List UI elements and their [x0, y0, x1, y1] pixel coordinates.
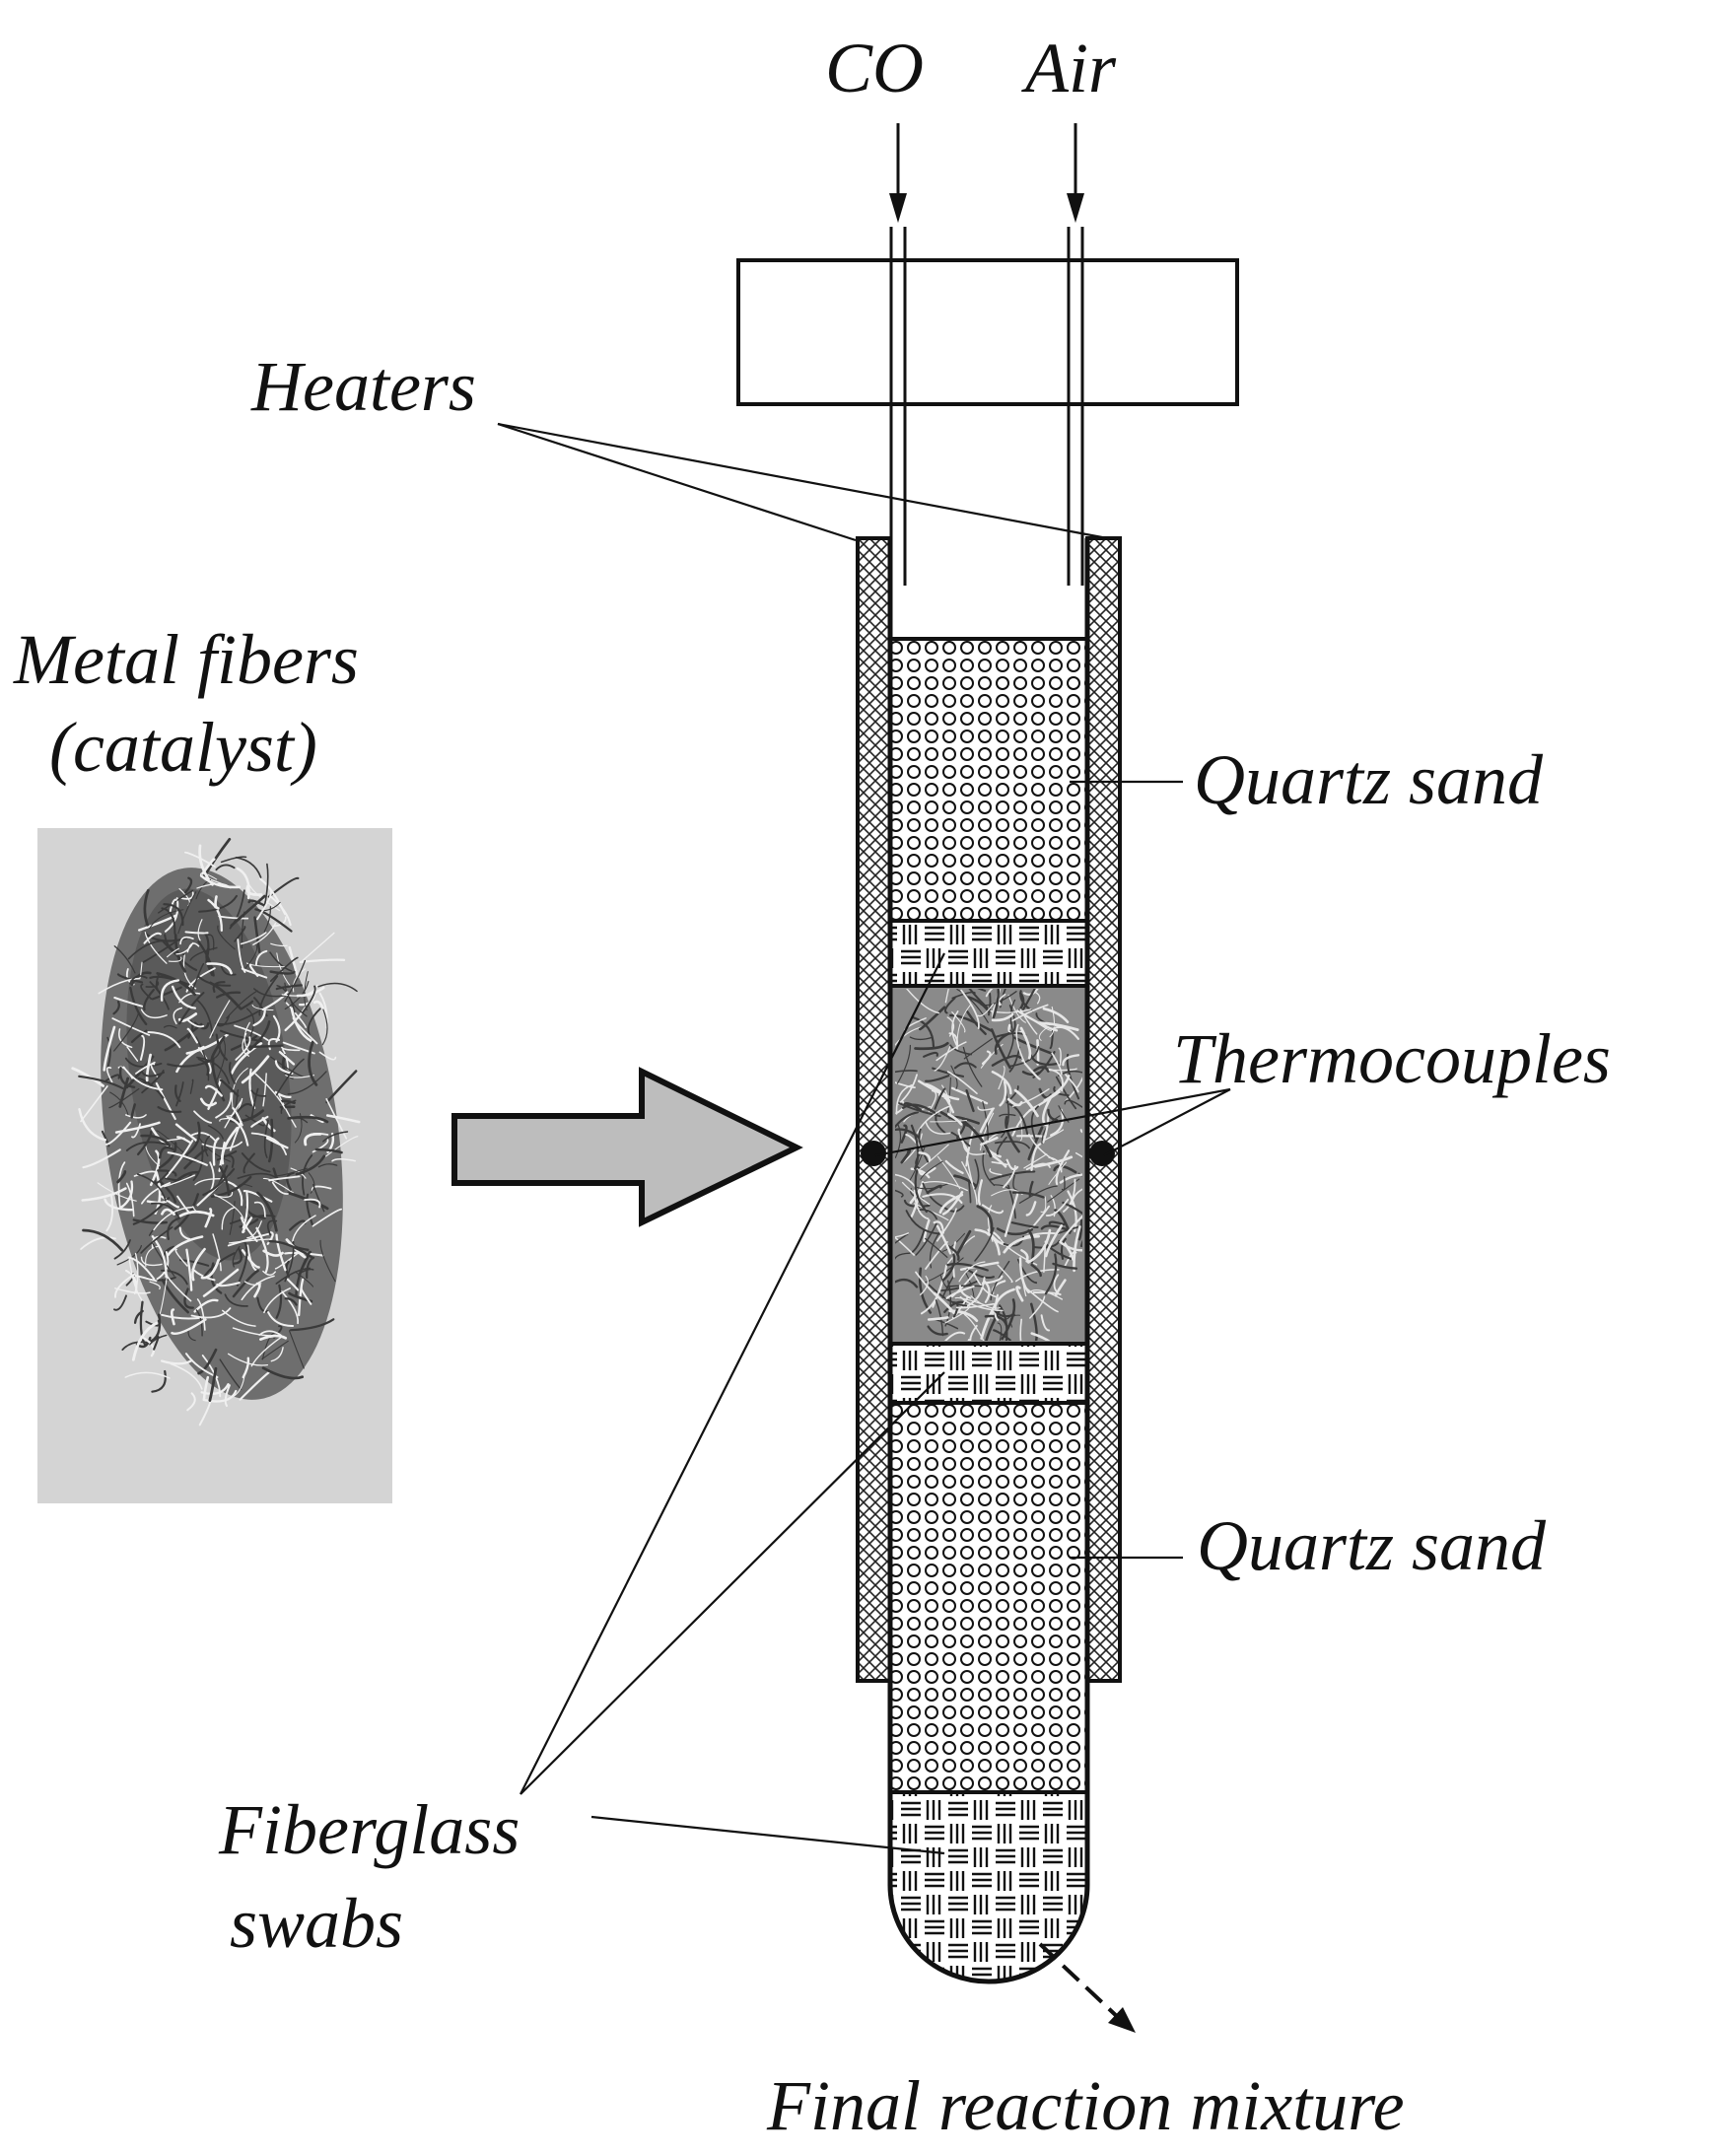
thermocouples-label: Thermocouples	[1173, 1019, 1611, 1098]
thermocouple-right	[1089, 1141, 1115, 1166]
final-mixture-label: Final reaction mixture	[766, 2066, 1405, 2145]
big-arrow-icon	[451, 1067, 803, 1227]
fiberglass-swab-bottom	[890, 1792, 1087, 1982]
outlet-arrow	[1038, 1942, 1136, 2033]
heater-right	[1085, 536, 1122, 1683]
fiberglass-swab-lower	[890, 1344, 1087, 1403]
leader-lines	[497, 422, 1231, 1855]
air-arrowhead-icon	[1067, 193, 1084, 223]
heater-left	[856, 536, 892, 1683]
outlet-arrowhead-icon	[1108, 2007, 1136, 2033]
catalyst-photo	[37, 828, 392, 1503]
heaters-label: Heaters	[250, 347, 476, 426]
quartz-sand-top-label: Quartz sand	[1194, 740, 1544, 819]
quartz-sand-bottom-bed	[890, 1403, 1087, 1792]
swabs-label: swabs	[230, 1884, 403, 1963]
fiberglass-label: Fiberglass	[218, 1790, 520, 1869]
top-plate	[736, 258, 1239, 406]
metal-fibers-label: Metal fibers	[13, 620, 359, 699]
co-label: CO	[825, 29, 924, 107]
air-label: Air	[1021, 29, 1117, 107]
quartz-sand-bottom-label: Quartz sand	[1197, 1506, 1547, 1585]
quartz-sand-top-bed	[890, 639, 1087, 921]
fiberglass-swab-upper	[890, 921, 1087, 986]
co-arrowhead-icon	[889, 193, 907, 223]
reactor-tube	[856, 536, 1122, 1984]
catalyst-label: (catalyst)	[49, 708, 317, 787]
thermocouple-left	[861, 1141, 886, 1166]
